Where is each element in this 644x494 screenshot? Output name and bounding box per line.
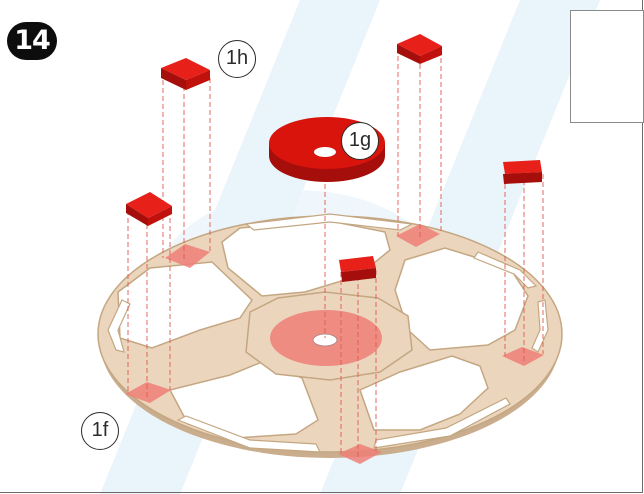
glue-spot-5 (338, 444, 382, 464)
step-number-badge: 14 (7, 22, 57, 60)
red-block-4 (503, 160, 542, 184)
hub-hole (312, 333, 338, 347)
glue-spot-1 (165, 244, 210, 268)
red-block-2 (126, 192, 172, 226)
red-block-1 (161, 58, 210, 90)
red-block-parts (126, 34, 542, 282)
red-block-5 (339, 256, 376, 282)
callout-label-1g: 1g (341, 122, 379, 160)
callout-label-1f: 1f (81, 412, 119, 450)
glue-spot-4 (125, 382, 171, 403)
glue-spot-3 (502, 347, 544, 366)
alignment-guide-lines (127, 48, 544, 460)
glue-spot-2 (396, 224, 440, 247)
glue-spots (125, 224, 544, 464)
tool-panel (570, 10, 644, 123)
callout-label-1h: 1h (218, 40, 256, 78)
red-block-3 (397, 34, 442, 64)
